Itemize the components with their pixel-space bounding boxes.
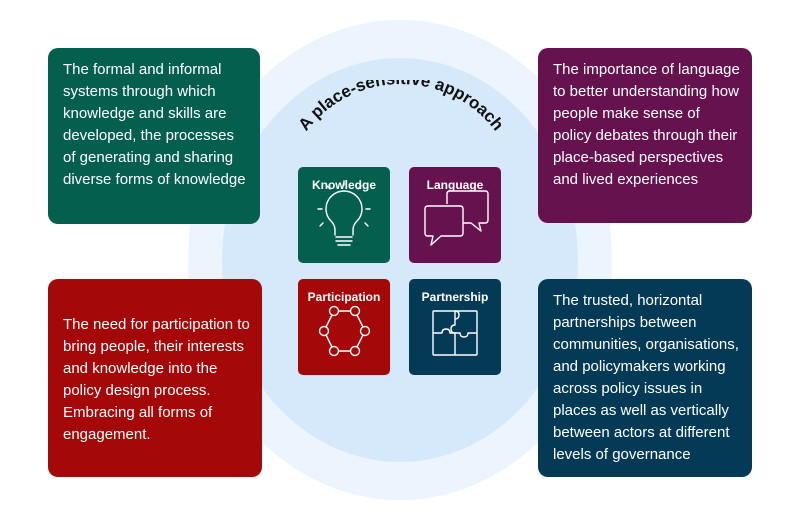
- lightbulb-icon: [317, 180, 371, 246]
- puzzle-icon: [432, 310, 478, 356]
- partnership-description: The trusted, horizontal partnerships bet…: [553, 292, 739, 463]
- participation-tile: Participation: [298, 279, 390, 375]
- diagram-title-text: A place-sensitive approach: [295, 80, 508, 134]
- language-tile: Language: [409, 167, 501, 263]
- partnership-description-box: The trusted, horizontal partnerships bet…: [538, 279, 752, 477]
- speech-bubbles-icon: [424, 190, 489, 246]
- diagram-title: A place-sensitive approach: [295, 80, 508, 134]
- participation-description: The need for participation to bring peop…: [63, 316, 250, 443]
- network-hexagon-icon: [318, 305, 371, 357]
- participation-description-box: The need for participation to bring peop…: [48, 279, 262, 477]
- knowledge-tile: Knowledge: [298, 167, 390, 263]
- language-description: The importance of language to better und…: [553, 61, 740, 188]
- svg-text:A place-sensitive approach: A place-sensitive approach: [295, 80, 508, 134]
- partnership-tile-label: Partnership: [421, 290, 489, 304]
- partnership-tile: Partnership: [409, 279, 501, 375]
- participation-tile-label: Participation: [307, 290, 381, 304]
- knowledge-description-box: The formal and informal systems through …: [48, 48, 260, 224]
- language-description-box: The importance of language to better und…: [538, 48, 752, 223]
- inner-circle-background: [222, 58, 578, 462]
- language-tile-label: Language: [426, 178, 484, 192]
- knowledge-description: The formal and informal systems through …: [63, 61, 246, 188]
